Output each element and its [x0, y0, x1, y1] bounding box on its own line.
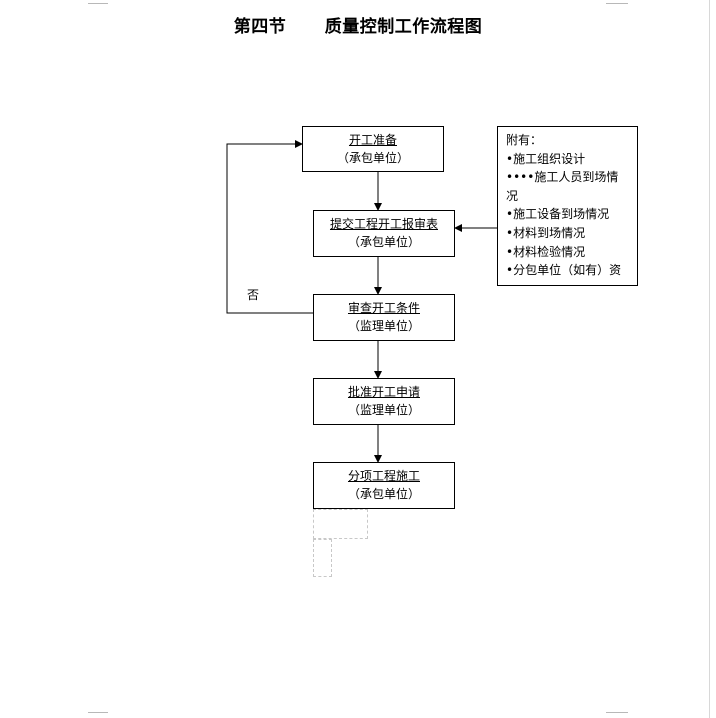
step-title: 提交工程开工报审表: [329, 217, 438, 231]
note-line: •材料到场情况: [506, 225, 586, 240]
step-party: （监理单位）: [347, 403, 420, 417]
arrow-loop-back: [226, 140, 313, 314]
dashed-placeholder-box: [313, 539, 332, 577]
step-party: （承包单位）: [336, 151, 409, 165]
step-subitem-construction: 分项工程施工 （承包单位）: [313, 462, 455, 509]
note-line: •施工组织设计: [506, 151, 586, 166]
note-line: 况: [506, 188, 519, 203]
attachments-note: 附有： •施工组织设计 ••••施工人员到场情 况 •施工设备到场情况 •材料到…: [497, 126, 638, 286]
dashed-placeholder-box: [313, 509, 368, 539]
page-title: 第四节 质量控制工作流程图: [233, 17, 483, 37]
step-title: 分项工程施工: [347, 469, 420, 483]
note-line: •分包单位（如有）资: [506, 263, 622, 278]
step-start-preparation: 开工准备 （承包单位）: [302, 126, 444, 172]
note-line: •材料检验情况: [506, 244, 586, 259]
step-review-conditions: 审查开工条件 （监理单位）: [313, 294, 455, 341]
step-submit-application: 提交工程开工报审表 （承包单位）: [313, 210, 455, 257]
step-approve-start: 批准开工申请 （监理单位）: [313, 378, 455, 425]
corner-mark-top-left: [88, 0, 108, 4]
note-line: •施工设备到场情况: [506, 207, 610, 222]
step-title: 开工准备: [348, 133, 397, 147]
note-heading: 附有：: [506, 133, 543, 147]
step-title: 批准开工申请: [347, 385, 420, 399]
step-party: （监理单位）: [347, 319, 420, 333]
page-edge: [709, 0, 710, 718]
corner-mark-bottom-right: [606, 712, 628, 717]
step-party: （承包单位）: [347, 487, 420, 501]
step-party: （承包单位）: [347, 235, 420, 249]
corner-mark-bottom-left: [88, 712, 108, 717]
note-line: ••••施工人员到场情: [506, 170, 619, 185]
step-title: 审查开工条件: [347, 301, 420, 315]
loop-no-label: 否: [247, 288, 260, 302]
corner-mark-top-right: [606, 0, 628, 4]
